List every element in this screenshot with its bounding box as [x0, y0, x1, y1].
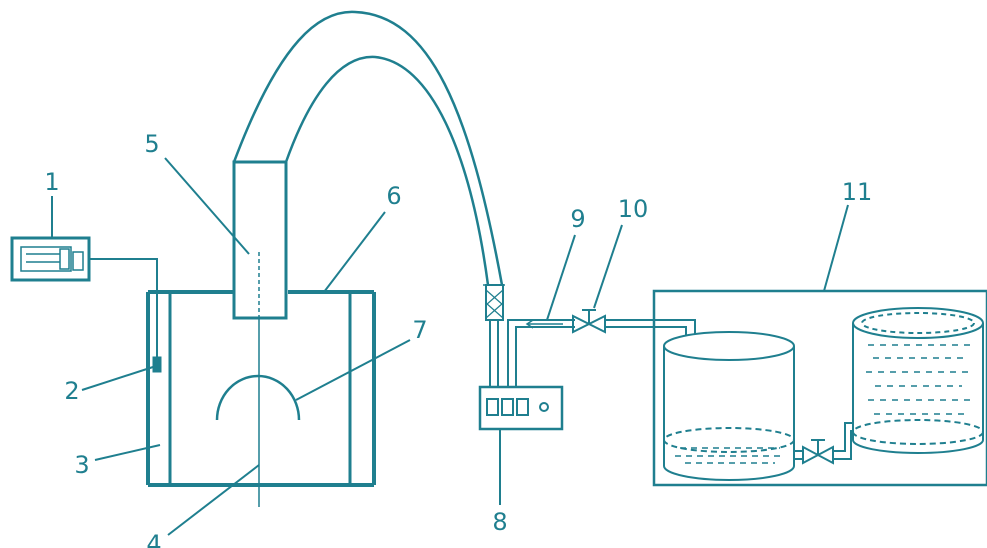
leader-lines: [51, 157, 849, 536]
filter-pipes: [489, 320, 499, 387]
right-tank-liquid: [866, 344, 972, 415]
dome-deflector: [215, 374, 301, 421]
right-tank: [852, 307, 984, 454]
label-3: 3: [74, 451, 89, 479]
valve: [572, 309, 606, 334]
tank-connector: [794, 422, 853, 465]
label-6: 6: [386, 182, 401, 210]
label-2: 2: [64, 377, 79, 405]
label-4: 4: [146, 530, 161, 548]
sensor-wire: [89, 258, 158, 357]
left-tank: [663, 331, 795, 481]
filter: [483, 284, 506, 321]
hose-outer: [232, 10, 504, 286]
label-11: 11: [842, 178, 873, 206]
chamber: [146, 290, 376, 487]
label-5: 5: [144, 130, 159, 158]
pump-panel: [478, 385, 564, 431]
hose-inner: [284, 55, 490, 286]
jacket-wall: [168, 292, 352, 485]
label-9: 9: [570, 205, 585, 233]
nozzle: [232, 160, 288, 320]
tank-enclosure: [652, 289, 987, 487]
control-box: [10, 236, 91, 282]
label-8: 8: [492, 508, 507, 536]
flow-arrow: [525, 319, 563, 329]
left-tank-liquid: [675, 447, 785, 464]
label-10: 10: [618, 195, 649, 223]
label-7: 7: [412, 316, 427, 344]
label-1: 1: [44, 168, 59, 196]
sensor: [152, 356, 162, 373]
